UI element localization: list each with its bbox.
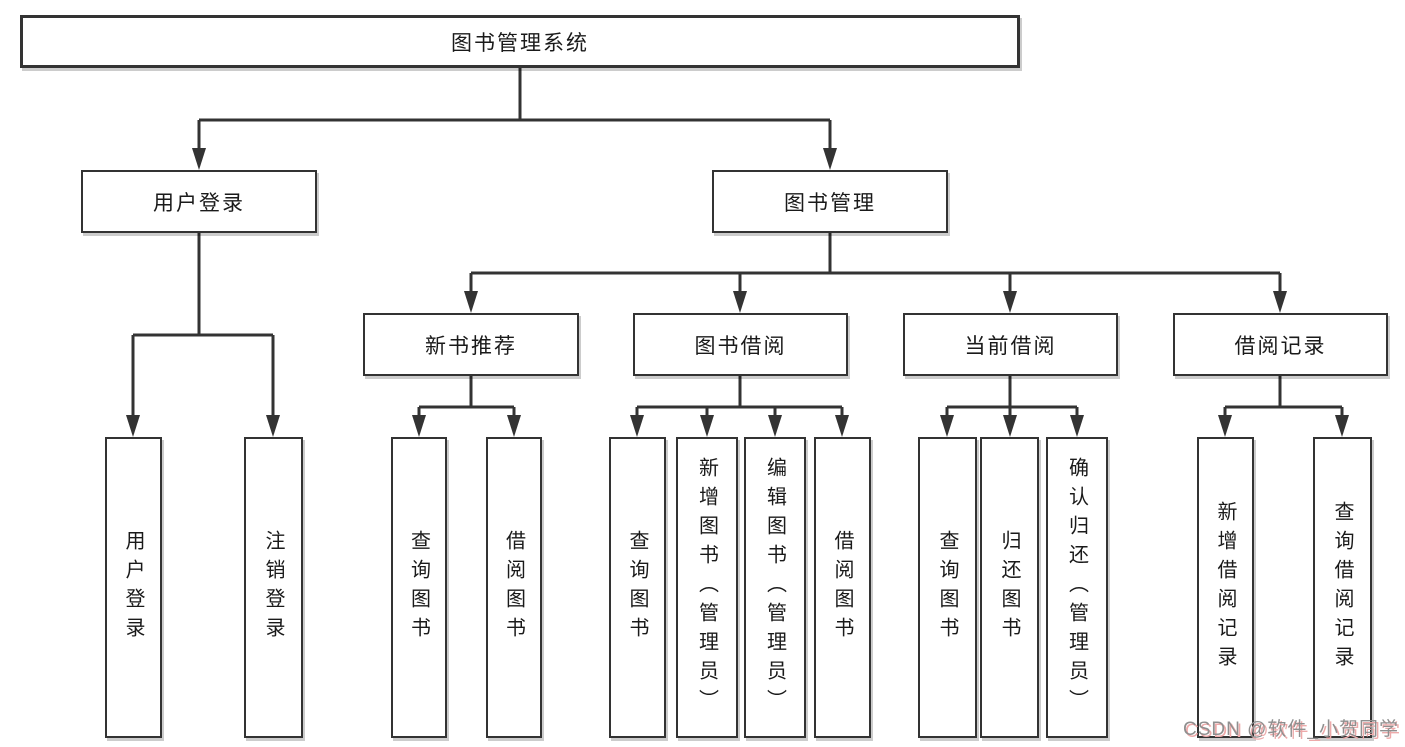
node-new-book-recommendation: 新书推荐 (363, 313, 579, 376)
node-label: 查询图书 (936, 529, 958, 646)
node-label: 新书推荐 (425, 334, 517, 358)
leaf-user-login: 用户登录 (105, 437, 162, 738)
node-label: 借阅图书 (831, 529, 853, 646)
node-label: 图书管理系统 (451, 31, 589, 55)
node-current-borrowing: 当前借阅 (903, 313, 1118, 376)
leaf-query-books-borrowing: 查询图书 (609, 437, 666, 738)
leaf-borrow-books-recommendation: 借阅图书 (486, 437, 542, 738)
node-label: 查询借阅记录 (1331, 500, 1353, 675)
node-label: 用户登录 (153, 191, 245, 215)
leaf-query-books-current: 查询图书 (918, 437, 977, 738)
node-borrowing-records: 借阅记录 (1173, 313, 1388, 376)
node-label: 图书管理 (784, 191, 876, 215)
leaf-edit-books-admin: 编辑图书（管理员） (744, 437, 806, 738)
node-label: 新增图书（管理员） (695, 457, 718, 718)
node-label: 用户登录 (122, 529, 144, 646)
node-label: 归还图书 (998, 529, 1020, 646)
node-label: 注销登录 (262, 529, 284, 646)
node-book-borrowing: 图书借阅 (633, 313, 848, 376)
node-label: 图书借阅 (694, 334, 787, 358)
node-label: 编辑图书（管理员） (763, 457, 786, 718)
node-label: 新增借阅记录 (1214, 500, 1236, 675)
leaf-query-books-recommendation: 查询图书 (391, 437, 447, 738)
node-book-management: 图书管理 (712, 170, 948, 233)
leaf-return-books: 归还图书 (980, 437, 1039, 738)
node-label: 查询图书 (626, 529, 648, 646)
leaf-add-books-admin: 新增图书（管理员） (676, 437, 738, 738)
leaf-add-borrow-record: 新增借阅记录 (1197, 437, 1254, 738)
leaf-borrow-books: 借阅图书 (814, 437, 871, 738)
watermark: CSDN @软件_小贺同学 (1183, 719, 1399, 740)
leaf-confirm-return-admin: 确认归还（管理员） (1046, 437, 1108, 738)
node-label: 查询图书 (407, 529, 430, 646)
node-label: 借阅记录 (1234, 334, 1327, 358)
node-user-login: 用户登录 (81, 170, 317, 233)
node-label: 确认归还（管理员） (1065, 457, 1088, 718)
leaf-query-borrow-record: 查询借阅记录 (1313, 437, 1372, 738)
node-library-management-system: 图书管理系统 (20, 15, 1020, 68)
node-label: 借阅图书 (502, 529, 525, 646)
leaf-logout: 注销登录 (244, 437, 303, 738)
node-label: 当前借阅 (964, 334, 1057, 358)
